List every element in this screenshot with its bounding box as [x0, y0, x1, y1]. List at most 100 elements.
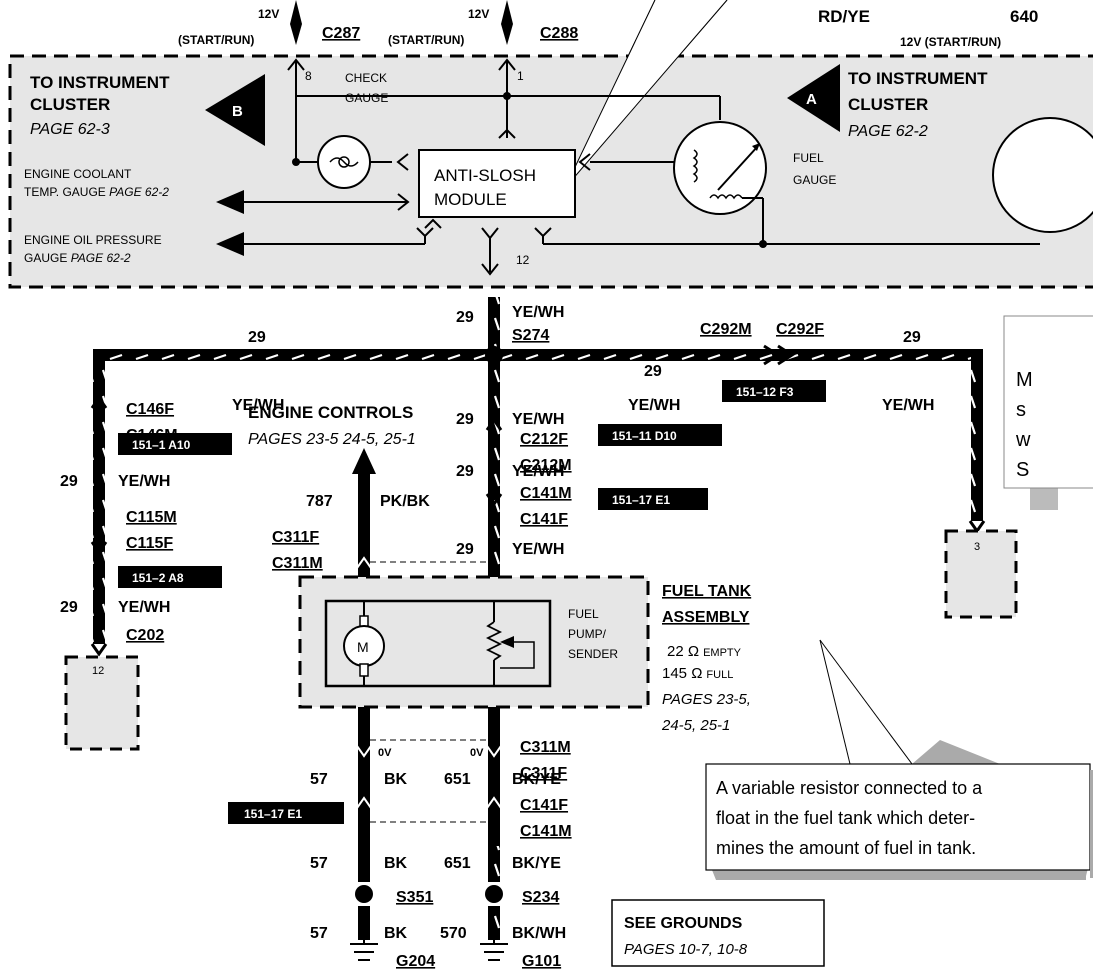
- note-fragment-3: w: [1015, 429, 1031, 451]
- coolant-arrow-icon: [216, 190, 244, 214]
- g101-label: G101: [522, 953, 561, 970]
- ref-151-1-a10-text: 151–1 A10: [132, 438, 191, 452]
- oil-line2: GAUGE PAGE 62-2: [24, 251, 131, 265]
- fuel-gauge-line1: FUEL: [793, 151, 824, 165]
- ref-151-2-a8: [118, 566, 222, 588]
- variable-resistor-callout: A variable resistor connected to a float…: [705, 639, 1093, 880]
- mid-circuit-29: 29: [644, 363, 662, 380]
- note-fragment-5: c: [1016, 463, 1026, 485]
- fuel-tank-title-1: FUEL TANK: [662, 583, 752, 600]
- c288-mode: (START/RUN): [388, 33, 464, 47]
- pump-label-1: FUEL: [568, 607, 599, 621]
- c287-connector-label: C287: [322, 25, 360, 42]
- partial-note-box: [1003, 315, 1093, 489]
- c292f-label: C292F: [776, 321, 824, 338]
- circuit-570: 570: [440, 925, 467, 942]
- note-fragment-2: s: [1016, 399, 1026, 421]
- circuit-57-c: 57: [310, 925, 328, 942]
- c287-pin: 8: [305, 69, 312, 83]
- motor-label: M: [357, 639, 369, 655]
- oil-arrow-icon: [216, 232, 244, 256]
- c287-terminal-icon: [290, 0, 302, 45]
- oil-line1: ENGINE OIL PRESSURE: [24, 233, 162, 247]
- ref-151-17-e1-lower: [228, 802, 344, 824]
- empty-word: EMPTY: [703, 647, 742, 659]
- c212f-label-visible: C212F: [520, 431, 568, 448]
- center-circuit-29b: 29: [456, 463, 474, 480]
- left-mid-circuit-29: 29: [60, 473, 78, 490]
- pin-12: 12: [516, 253, 530, 267]
- see-grounds-pages: PAGES 10-7, 10-8: [624, 941, 748, 958]
- module-line2: MODULE: [434, 190, 507, 209]
- right-box-pin: 3: [974, 541, 980, 553]
- s234-label: S234: [522, 889, 559, 906]
- marker-b-label: B: [232, 103, 243, 120]
- ref-151-17-e1-lower-text: 151–17 E1: [244, 807, 302, 821]
- callout-box: [705, 763, 1091, 871]
- right-circuit-29: 29: [903, 329, 921, 346]
- s274-circuit: 29: [456, 309, 474, 326]
- c202-label: C202: [126, 627, 164, 644]
- c288-voltage: 12V: [468, 7, 489, 21]
- left-mid-color: YE/WH: [118, 473, 170, 490]
- left-box-pin: 12: [92, 665, 104, 677]
- empty-value: 22 Ω: [667, 643, 699, 660]
- engine-controls-pages: PAGES 23-5 24-5, 25-1: [248, 431, 416, 448]
- coolant-line1: ENGINE COOLANT: [24, 167, 132, 181]
- callout-line3: mines the amount of fuel in tank.: [716, 838, 976, 858]
- c141-connector-icon: [485, 493, 503, 507]
- fuel-gauge-icon: [673, 121, 767, 215]
- circuit-651-b: 651: [444, 855, 471, 872]
- to-cluster-a-page: PAGE 62-2: [848, 123, 928, 140]
- ground-g204-icon: [350, 940, 378, 961]
- marker-a-icon: [787, 64, 840, 132]
- rd-ye-wire-color: RD/YE: [818, 7, 870, 26]
- ref-151-1-a10: [118, 433, 232, 455]
- tank-pages-2: 24-5, 25-1: [661, 717, 730, 734]
- tank-pages-1: PAGES 23-5,: [662, 691, 751, 708]
- bk-ye-b: BK/YE: [512, 855, 561, 872]
- coolant-line2: TEMP. GAUGE PAGE 62-2: [24, 185, 169, 199]
- fuel-gauge-line2: GAUGE: [793, 173, 836, 187]
- c146-connector-icon: [90, 395, 108, 409]
- bk-a: BK: [384, 771, 408, 788]
- pump-label-2: PUMP/: [568, 627, 607, 641]
- engine-c311f-label: C311F: [272, 529, 319, 546]
- empty-resistance: 22 Ω EMPTY: [667, 643, 742, 660]
- c288-connector-label: C288: [540, 25, 578, 42]
- right-color: YE/WH: [882, 397, 934, 414]
- note-fragment-4: S: [1016, 459, 1029, 481]
- note-fragment-1: M: [1016, 369, 1033, 391]
- marker-b-icon: [205, 74, 265, 146]
- to-cluster-b-line2: CLUSTER: [30, 95, 110, 114]
- partial-gauge-icon: [992, 117, 1093, 233]
- mid-color: YE/WH: [628, 397, 680, 414]
- coolant-line2a: TEMP. GAUGE: [24, 185, 109, 199]
- right-connector-box: [944, 529, 1018, 619]
- center-color-b: YE/WH: [512, 463, 564, 480]
- ref-151-17-e1-upper: [598, 488, 708, 510]
- supply-12v-start-run: 12V (START/RUN): [900, 35, 1001, 49]
- c212-connector-icon: [485, 417, 503, 431]
- module-line1: ANTI-SLOSH: [434, 166, 536, 185]
- c292m-label: C292M: [700, 321, 752, 338]
- center-color-a: YE/WH: [512, 411, 564, 428]
- full-value: 145 Ω: [662, 665, 702, 682]
- c115-connector-icon: [90, 541, 108, 555]
- c288-terminal-icon: [501, 0, 513, 45]
- lower-c311f-label: C311F: [520, 765, 567, 782]
- to-cluster-b-line1: TO INSTRUMENT: [30, 73, 170, 92]
- coolant-page: PAGE 62-2: [109, 185, 169, 199]
- engine-controls-arrow-icon: [352, 448, 376, 474]
- s274-color: YE/WH: [512, 304, 564, 321]
- ref-151-2-a8-text: 151–2 A8: [132, 571, 184, 585]
- c212m-label: C212M: [520, 457, 572, 474]
- anti-slosh-module: [418, 149, 576, 218]
- lower-wiring: C311M C311F 0V 0V 57 BK 651 BK/YE C141F …: [228, 707, 825, 970]
- see-grounds-box: [611, 899, 825, 967]
- engine-controls-title: ENGINE CONTROLS: [248, 403, 413, 422]
- to-cluster-a-line1: TO INSTRUMENT: [848, 69, 988, 88]
- engine-c311m-label: C311M: [272, 555, 323, 572]
- bk-wh: BK/WH: [512, 925, 566, 942]
- engine-controls-branch: ENGINE CONTROLS PAGES 23-5 24-5, 25-1 78…: [248, 403, 488, 577]
